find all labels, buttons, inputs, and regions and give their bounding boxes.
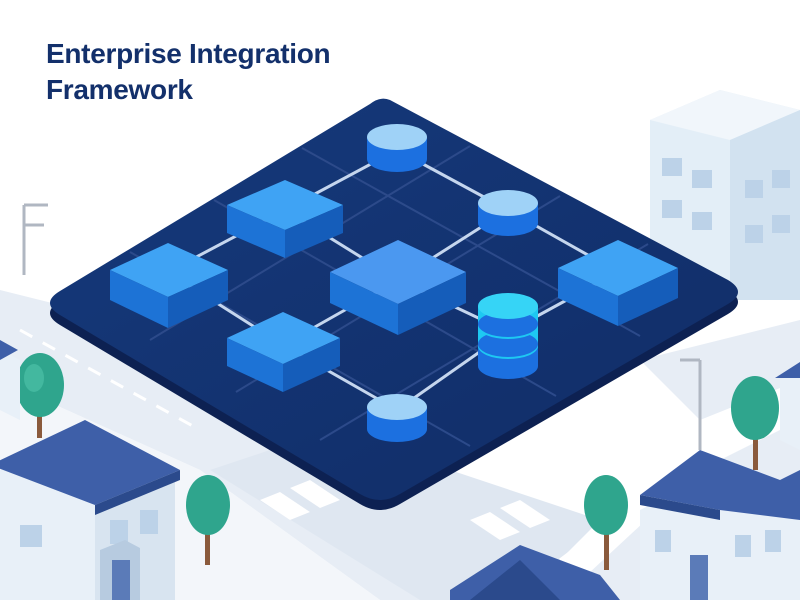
page-title: Enterprise Integration Framework [46,36,331,108]
database-stack-icon [478,293,538,379]
data-node-disk [367,394,427,442]
component-block [558,240,678,326]
house [450,545,620,600]
streetlight-right [680,358,702,450]
component-block [330,240,466,335]
component-block [227,180,343,258]
house [640,450,800,600]
title-line-2: Framework [46,74,193,105]
title-line-1: Enterprise Integration [46,38,331,69]
tree [186,475,230,565]
office-building [650,90,800,300]
streetlight-left [22,203,48,275]
component-block [227,312,340,392]
component-block [110,243,228,328]
data-node-disk [367,124,427,172]
tree [16,353,64,438]
tree [584,475,628,570]
office-windows [662,158,790,243]
house [0,420,180,600]
house [775,362,800,450]
tree [731,376,779,470]
data-node-disk [478,190,538,236]
house [0,340,20,420]
